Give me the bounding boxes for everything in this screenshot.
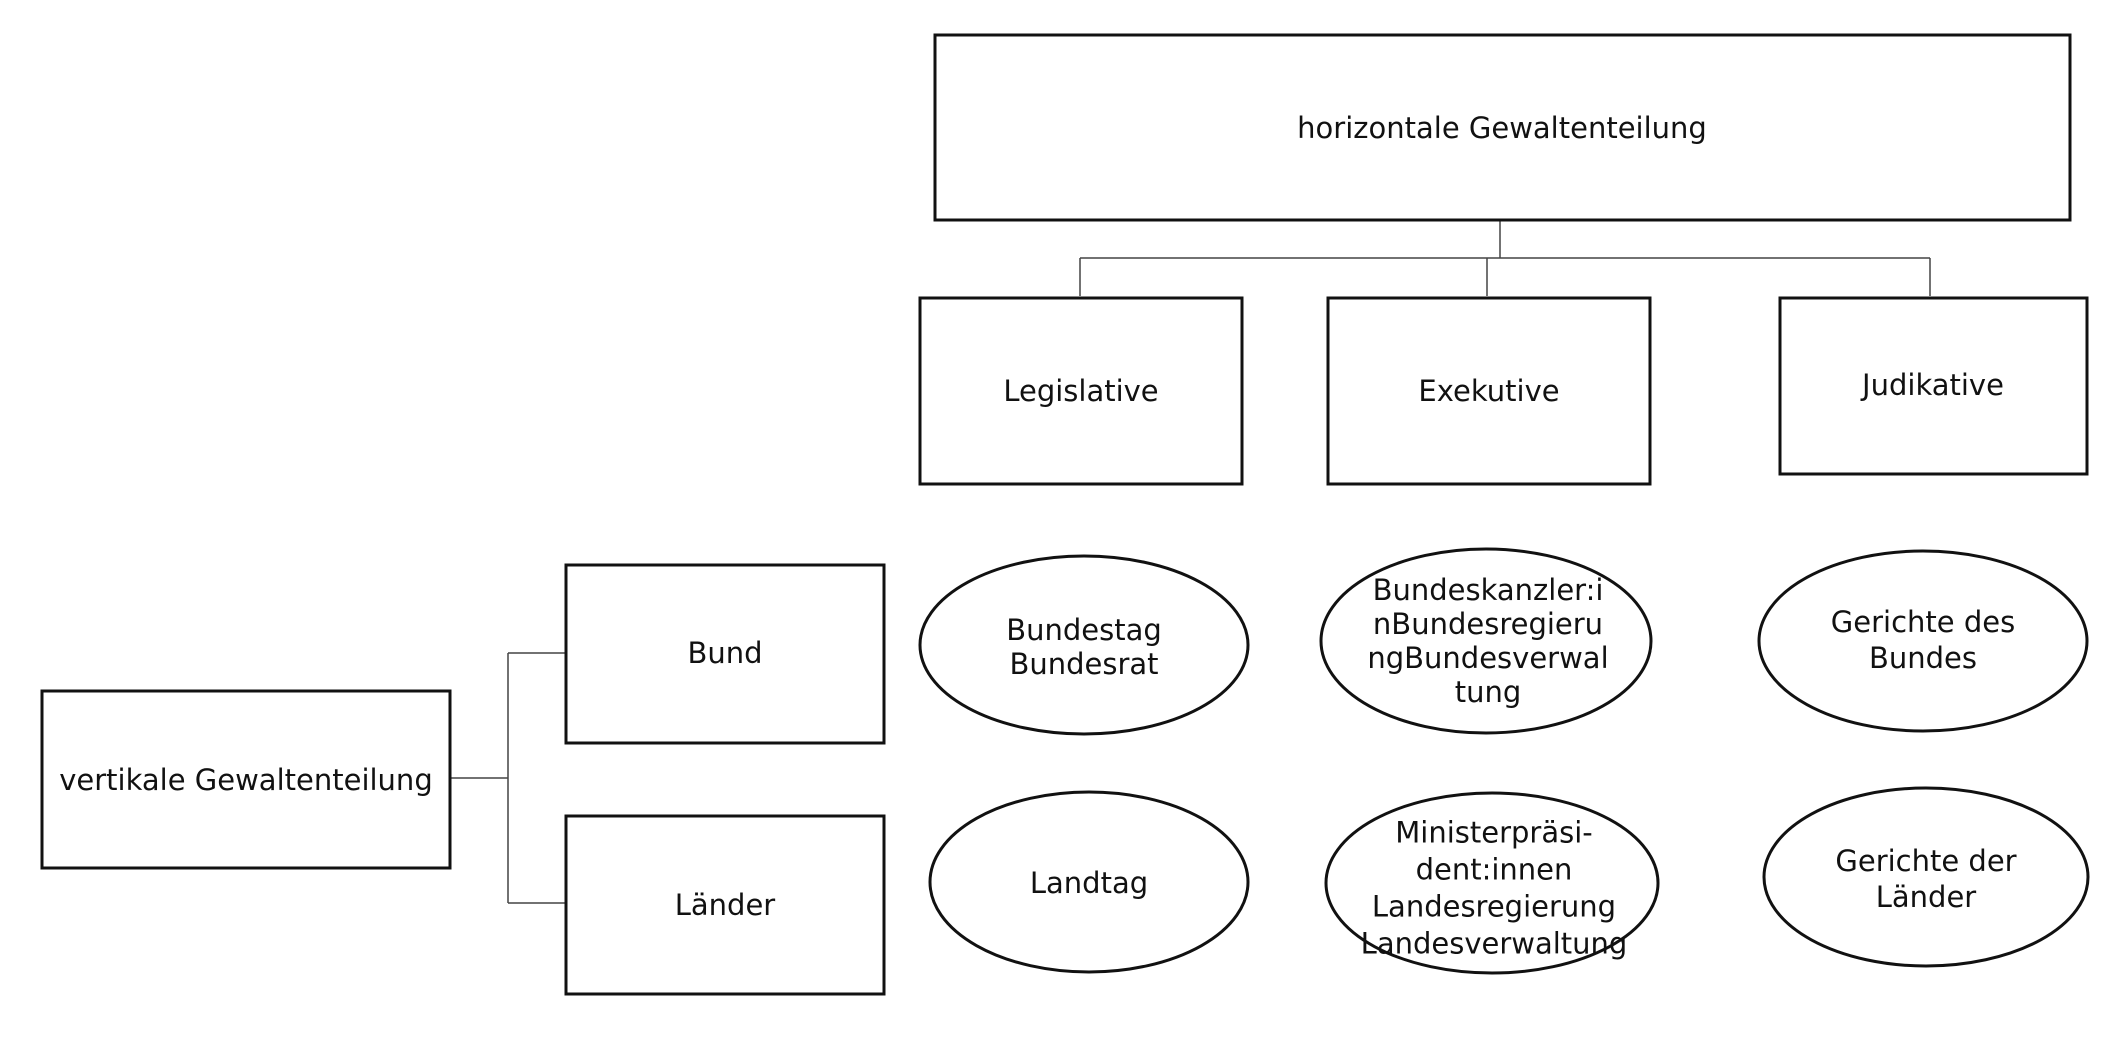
oval-text-line: dent:innen bbox=[1416, 853, 1573, 887]
legislative-box: Legislative bbox=[918, 296, 1244, 486]
executive-box: Exekutive bbox=[1326, 296, 1652, 486]
oval-text-line: tung bbox=[1455, 675, 1522, 709]
bund-box: Bund bbox=[564, 563, 886, 745]
oval-text-line: Bundestag bbox=[1006, 613, 1162, 647]
laender-box: Länder bbox=[564, 814, 886, 996]
oval-text-line: Bundesrat bbox=[1009, 647, 1158, 681]
vertical-connectors bbox=[449, 652, 565, 904]
oval-text-line: Landtag bbox=[1030, 866, 1148, 900]
oval-text-line: Ministerpräsi- bbox=[1395, 816, 1593, 850]
vertical-title: vertikale Gewaltenteilung bbox=[59, 763, 432, 797]
judicative-box: Judikative bbox=[1778, 296, 2089, 476]
judicative-label: Judikative bbox=[1860, 368, 2004, 402]
horizontal-title-box: horizontale Gewaltenteilung bbox=[933, 33, 2072, 222]
horizontal-connectors bbox=[1079, 220, 1931, 296]
oval-text-line: Landesverwaltung bbox=[1361, 927, 1628, 961]
oval-text-line: Länder bbox=[1876, 880, 1977, 914]
executive-label: Exekutive bbox=[1418, 374, 1559, 408]
laender-label: Länder bbox=[675, 888, 776, 922]
oval-text-line: Bundes bbox=[1869, 641, 1977, 675]
oval-text-line: Bundeskanzler:i bbox=[1373, 573, 1604, 607]
oval-text-line: ngBundesverwal bbox=[1367, 641, 1608, 675]
oval-text-line: Landesregierung bbox=[1372, 890, 1616, 924]
oval-text-line: Gerichte der bbox=[1835, 844, 2016, 878]
legislative-label: Legislative bbox=[1003, 374, 1158, 408]
laender-legislative-text: Landtag bbox=[1030, 866, 1148, 900]
vertical-title-box: vertikale Gewaltenteilung bbox=[40, 689, 452, 870]
horizontal-title: horizontale Gewaltenteilung bbox=[1297, 111, 1707, 145]
oval-text-line: nBundesregieru bbox=[1373, 607, 1603, 641]
oval-text-line: Gerichte des bbox=[1831, 605, 2015, 639]
bund-label: Bund bbox=[687, 636, 762, 670]
laender-legislative-oval: Landtag bbox=[928, 790, 1250, 974]
